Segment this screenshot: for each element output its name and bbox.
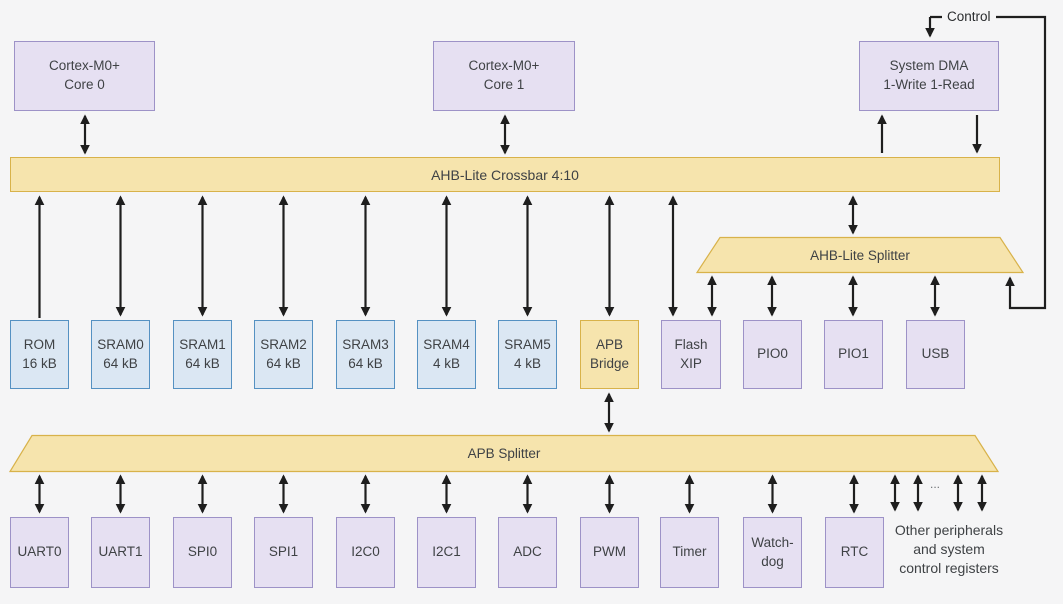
label: PIO1: [838, 346, 869, 362]
block-usb: USB: [906, 320, 965, 389]
label: APB: [595, 336, 623, 352]
label: PIO0: [757, 346, 788, 362]
label: 64 kB: [185, 355, 220, 371]
label: ADC: [513, 544, 542, 560]
block-sram5: SRAM5 4 kB: [498, 320, 557, 389]
label: ROM: [23, 336, 56, 352]
label: SRAM0: [97, 336, 144, 352]
label: dog: [761, 553, 784, 569]
block-uart0: UART0: [10, 517, 69, 588]
ahb-lite-crossbar: AHB-Lite Crossbar 4:10: [10, 157, 1000, 192]
dma-port-arrows: [877, 114, 982, 154]
core-to-crossbar-arrows: [80, 114, 510, 155]
label: I2C1: [432, 544, 461, 560]
label: 4 kB: [432, 355, 460, 371]
label: SPI1: [268, 544, 299, 560]
block-sram0: SRAM0 64 kB: [91, 320, 150, 389]
label: I2C0: [351, 544, 380, 560]
label: USB: [921, 346, 950, 362]
label: PWM: [593, 544, 626, 560]
label: Watch-: [751, 534, 794, 550]
note-line: Other peripherals: [894, 522, 1004, 538]
block-timer: Timer: [660, 517, 719, 588]
block-pio0: PIO0: [743, 320, 802, 389]
control-label: Control: [942, 8, 996, 26]
block-watchdog: Watch- dog: [743, 517, 802, 588]
note-line: control registers: [899, 560, 999, 576]
label: SRAM4: [423, 336, 470, 352]
control-line: [925, 15, 1047, 310]
block-system-dma: System DMA 1-Write 1-Read: [859, 41, 999, 111]
block-spi1: SPI1: [254, 517, 313, 588]
block-pio1: PIO1: [824, 320, 883, 389]
block-apb-bridge: APB Bridge: [580, 320, 639, 389]
label: 64 kB: [103, 355, 138, 371]
label: AHB-Lite Crossbar 4:10: [431, 166, 579, 183]
label: SRAM2: [260, 336, 307, 352]
note-line: and system: [913, 541, 985, 557]
block-sram3: SRAM3 64 kB: [336, 320, 395, 389]
block-adc: ADC: [498, 517, 557, 588]
block-uart1: UART1: [91, 517, 150, 588]
label: Core 0: [64, 77, 105, 92]
label: SRAM1: [179, 336, 226, 352]
apb-splitter-shape: [8, 434, 1000, 473]
label: System DMA: [889, 58, 969, 74]
block-cortex-m0-core0: Cortex-M0+ Core 0: [14, 41, 155, 111]
label: UART0: [17, 544, 62, 560]
label: Core 1: [483, 77, 525, 92]
label: SRAM3: [342, 336, 389, 352]
more-peripherals-ellipsis: ...: [929, 477, 940, 491]
block-rom: ROM 16 kB: [10, 320, 69, 389]
block-sram2: SRAM2 64 kB: [254, 320, 313, 389]
label: 64 kB: [348, 355, 383, 371]
block-i2c0: I2C0: [336, 517, 395, 588]
label: Cortex-M0+: [468, 58, 540, 74]
block-sram1: SRAM1 64 kB: [173, 320, 232, 389]
label: Timer: [672, 544, 707, 560]
label: SRAM5: [504, 336, 551, 352]
label: 4 kB: [513, 355, 541, 371]
block-cortex-m0-core1: Cortex-M0+ Core 1: [433, 41, 575, 111]
block-sram4: SRAM4 4 kB: [417, 320, 476, 389]
label: SPI0: [187, 544, 218, 560]
block-rtc: RTC: [825, 517, 884, 588]
apb-splitter-to-peripheral-arrows: [34, 474, 859, 514]
crossbar-to-memory-arrows: [34, 195, 678, 318]
label: RTC: [840, 544, 869, 560]
label: 64 kB: [266, 355, 301, 371]
other-peripherals-note: Other peripherals and system control reg…: [889, 521, 1009, 578]
ahb-splitter-to-device-arrows: [707, 275, 940, 317]
label: UART1: [98, 544, 143, 560]
label: Cortex-M0+: [49, 58, 120, 74]
block-pwm: PWM: [580, 517, 639, 588]
ahb-lite-splitter-shape: [695, 236, 1025, 274]
label: 16 kB: [22, 355, 57, 371]
label: 1-Write 1-Read: [883, 77, 975, 92]
label: Bridge: [589, 355, 630, 371]
label: XIP: [680, 355, 702, 371]
apb-splitter-to-other-arrows: [890, 474, 987, 512]
block-i2c1: I2C1: [417, 517, 476, 588]
label: Flash: [674, 336, 708, 352]
block-spi0: SPI0: [173, 517, 232, 588]
block-flash-xip: Flash XIP: [661, 320, 721, 389]
